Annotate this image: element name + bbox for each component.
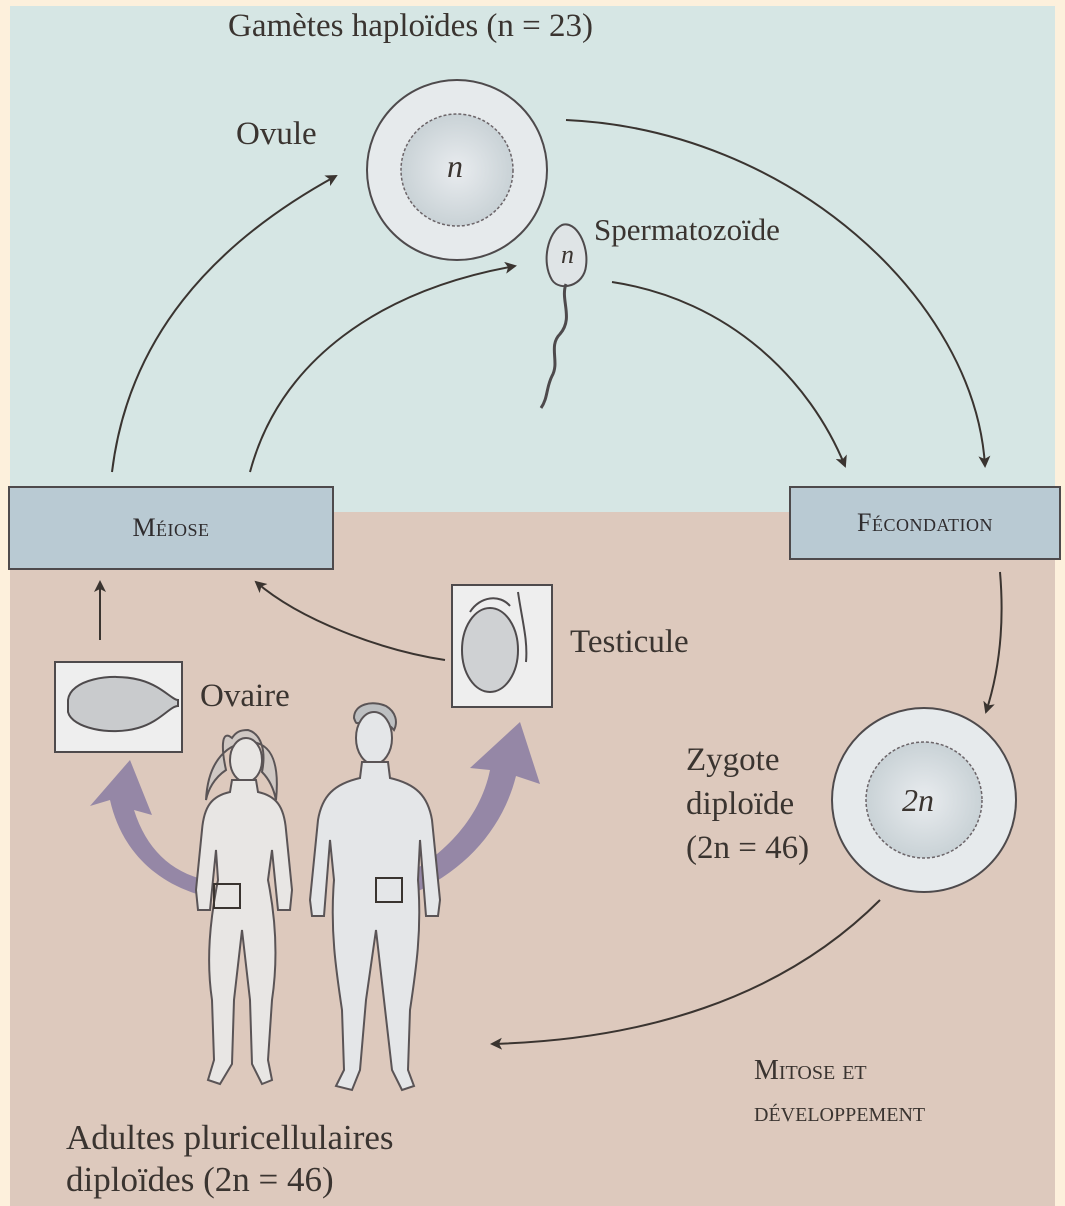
zygote-label-line2: diploïde: [686, 786, 794, 824]
testicule-label: Testicule: [570, 624, 689, 662]
fecondation-box: Fécondation: [789, 486, 1061, 560]
male-figure-icon: [310, 703, 440, 1090]
meiose-box: Méiose: [8, 486, 334, 570]
arrow-testicule-to-meiose: [256, 582, 445, 660]
adultes-label-line1: Adultes pluricellulaires: [66, 1118, 394, 1158]
ovaire-highlight-arrow: [90, 760, 206, 895]
arrow-ovule-to-fecondation: [566, 120, 985, 466]
arrow-meiose-to-ovule: [112, 176, 336, 472]
spermatozoide-ploidy-mark: n: [561, 240, 574, 270]
zygote-label-line1: Zygote: [686, 742, 779, 780]
arrow-zygote-to-adults: [492, 900, 880, 1044]
arrow-fecondation-to-zygote: [986, 572, 1002, 712]
spermatozoide-label: Spermatozoïde: [594, 212, 780, 248]
arrow-meiose-to-sperm: [250, 266, 515, 472]
ovaire-label: Ovaire: [200, 678, 290, 716]
zygote-ploidy-mark: 2n: [902, 782, 934, 819]
zygote-label-line3: (2n = 46): [686, 830, 809, 868]
testicule-inset-icon: [452, 585, 552, 707]
mitose-label-line1: Mitose et: [754, 1055, 867, 1087]
ovaire-inset-icon: [55, 662, 182, 752]
mitose-label-line2: développement: [754, 1097, 925, 1129]
female-figure-icon: [196, 730, 292, 1084]
ovule-ploidy-mark: n: [447, 148, 463, 185]
adultes-label-line2: diploïdes (2n = 46): [66, 1160, 334, 1200]
diagram-title: Gamètes haploïdes (n = 23): [228, 8, 593, 46]
ovule-label: Ovule: [236, 116, 317, 154]
arrow-sperm-to-fecondation: [612, 282, 845, 466]
